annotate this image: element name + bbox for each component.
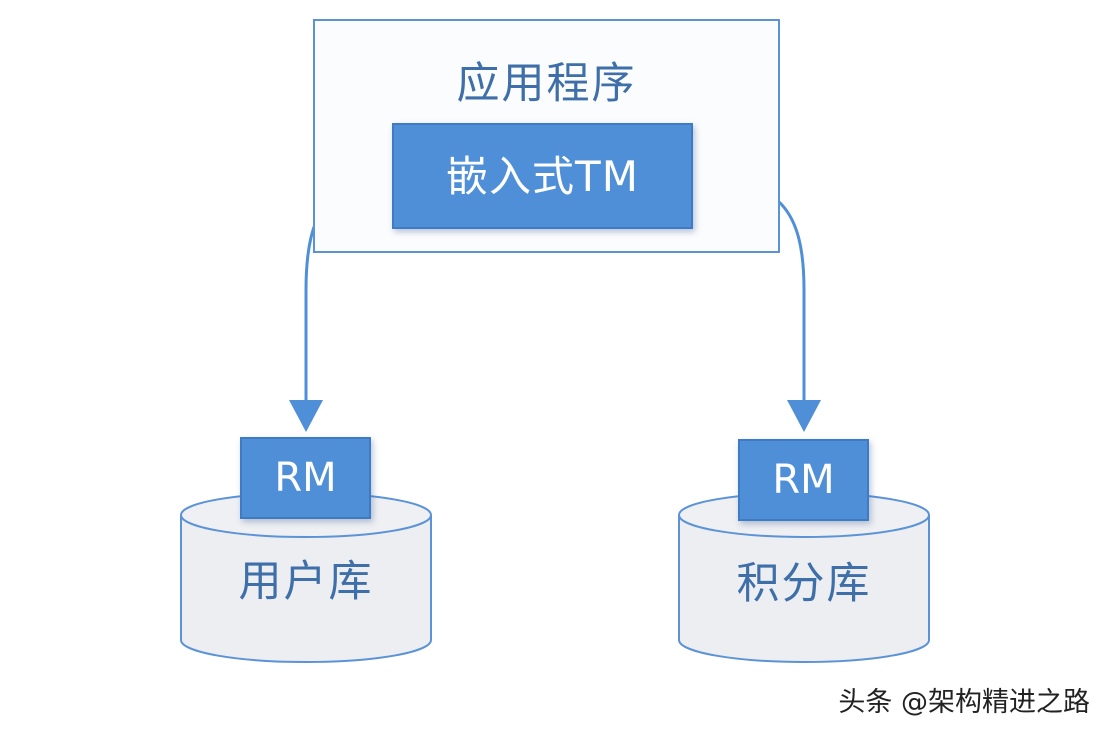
rm-label: RM [772, 457, 835, 503]
arrowhead-points-db [787, 400, 821, 432]
user-db-label: 用户库 [238, 557, 374, 607]
resource-manager-user-db: RM [240, 437, 371, 519]
watermark: 头条 @架构精进之路 [838, 687, 1090, 718]
transaction-manager-box: 嵌入式TM [392, 123, 693, 229]
points-db-label: 积分库 [736, 559, 872, 609]
transaction-manager-label: 嵌入式TM [446, 152, 639, 201]
rm-label: RM [274, 455, 337, 501]
application-label: 应用程序 [456, 59, 637, 109]
resource-manager-points-db: RM [738, 439, 869, 521]
arrowhead-user-db [289, 400, 323, 432]
